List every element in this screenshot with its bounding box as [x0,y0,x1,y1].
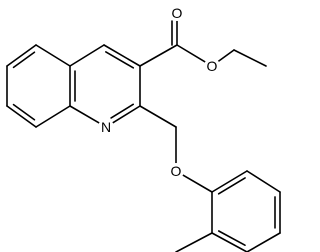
bond-o3-a1 [182,174,213,193]
bond-a6-a1-inner [217,177,246,195]
bond-c7-c8 [6,105,37,128]
bond-c_est-o2 [176,44,206,63]
bond-c5-c6 [6,44,37,67]
structure-canvas: O O N O [6,5,281,252]
bond-n-c2 [112,105,141,124]
bond-c8-c8a [35,105,71,128]
atom-o-ester: O [204,58,220,74]
bond-a5-a6 [246,170,281,193]
bond-a2-a3 [211,232,248,252]
bond-a2-a3-inner [217,230,246,247]
bond-c7-c8-inner [12,103,36,121]
bond-c4a-c5 [35,44,71,67]
atom-n-ring: N [98,119,114,135]
atom-o-carbonyl: O [169,5,185,21]
atom-label-o-carbonyl: O [172,5,183,21]
bond-c3-c4 [103,44,141,67]
bond-layer [6,20,281,252]
bond-a6-a1 [211,170,248,193]
atom-label-o-ester: O [207,58,218,74]
atom-label-n-ring: N [101,119,111,135]
atom-label-layer: O O N O [98,5,220,179]
chemical-structure-diagram: O O N O [6,5,281,252]
bond-c8a-n [69,105,100,124]
atom-o-ether: O [168,163,184,179]
atom-label-o-ether: O [171,163,182,179]
bond-c3-c4-inner [105,51,135,69]
bond-o2-ch2 [217,49,235,63]
bond-a2-me [175,232,213,252]
bond-n-c2-inner [110,103,134,119]
bond-c4-c4a [69,44,105,67]
bond-c3-c_est [139,44,178,67]
bond-c5-c6-inner [12,51,36,69]
bond-a3-a4 [246,232,281,252]
bond-c2-cm [139,105,177,128]
bond-ch2-ch3 [233,49,267,67]
